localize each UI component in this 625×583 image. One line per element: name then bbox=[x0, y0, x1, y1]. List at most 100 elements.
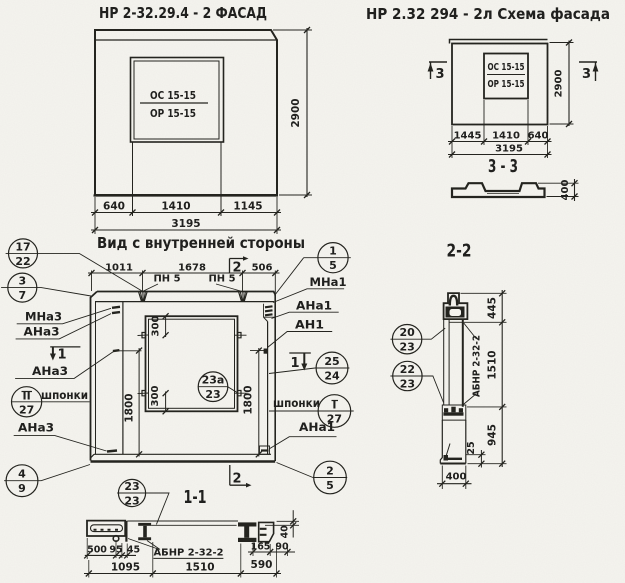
inner-marker-2-top-num: 2 bbox=[232, 261, 241, 276]
svg-text:2: 2 bbox=[326, 465, 334, 478]
callout-20-23: 20 23 bbox=[390, 323, 446, 355]
svg-text:27: 27 bbox=[19, 403, 34, 416]
section-1-1-dims-top: 500 95 45 165 90 bbox=[83, 538, 295, 559]
section-1-1-dim-1510: 1510 bbox=[185, 562, 214, 574]
svg-text:23: 23 bbox=[124, 480, 139, 493]
inner-dim-1800-right: 1800 bbox=[243, 347, 268, 458]
facade-dim-640: 640 bbox=[103, 201, 125, 213]
section-2-2-bottom-rib bbox=[439, 420, 467, 465]
section-1-1-dim-90: 90 bbox=[275, 542, 289, 553]
inner-label-shponki-left: шпонки bbox=[41, 388, 88, 402]
facade-window: ОС 15-15 ОР 15-15 bbox=[129, 56, 225, 143]
section-1-1-dims-bottom: 1095 1510 590 bbox=[84, 542, 281, 578]
callout-2-5: 2 5 bbox=[276, 460, 348, 495]
inner-pn5-left: ПН 5 bbox=[154, 274, 181, 285]
section-3-3-title: 3 - 3 bbox=[488, 156, 518, 177]
svg-text:АНа3: АНа3 bbox=[32, 364, 68, 378]
callout-i-27: I 27 bbox=[269, 394, 354, 428]
svg-text:АНа1: АНа1 bbox=[296, 299, 332, 313]
schema-dim-3195: 3195 bbox=[495, 144, 523, 155]
svg-text:АНа3: АНа3 bbox=[24, 325, 60, 339]
svg-text:23: 23 bbox=[399, 341, 414, 354]
inner-marker-2-bottom: 2 bbox=[229, 465, 252, 488]
callout-4-9: 4 9 bbox=[4, 464, 91, 498]
facade-dim-1410: 1410 bbox=[161, 201, 190, 213]
section-2-2-head bbox=[442, 292, 469, 320]
svg-text:7: 7 bbox=[18, 289, 26, 302]
section-2-2: 2-2 445 bbox=[390, 241, 507, 489]
svg-text:5: 5 bbox=[329, 259, 337, 272]
callout-3-7: 3 7 bbox=[1, 272, 92, 303]
schema-title: НР 2.32 294 - 2л Схема фасада bbox=[366, 5, 610, 23]
facade-dim-1145: 1145 bbox=[233, 201, 262, 213]
schema-view: НР 2.32 294 - 2л Схема фасада ОС 15-15 О… bbox=[366, 5, 610, 158]
section-3-3-profile bbox=[450, 182, 546, 199]
svg-text:23: 23 bbox=[205, 388, 220, 401]
callout-22-23: 22 23 bbox=[390, 360, 444, 403]
facade-window-mark-bottom: ОР 15-15 bbox=[150, 107, 196, 120]
svg-text:МНа1: МНа1 bbox=[310, 275, 347, 289]
svg-text:3: 3 bbox=[18, 275, 26, 288]
inner-label-ana3-3: АНа3 bbox=[13, 421, 107, 452]
section-1-1-dim-95: 95 bbox=[109, 545, 122, 556]
schema-window-mark-top: ОС 15-15 bbox=[488, 62, 525, 73]
callout-23a-23: 23а 23 bbox=[197, 371, 238, 403]
schema-section-marker-right: 3 bbox=[579, 61, 599, 82]
section-1-1-right-block bbox=[257, 521, 275, 543]
svg-text:20: 20 bbox=[399, 326, 415, 339]
section-1-1-dim-165: 165 bbox=[251, 542, 271, 553]
inner-marker-1-right: 1 bbox=[289, 352, 311, 371]
inner-label-ana1-2: АНа1 bbox=[268, 420, 337, 450]
facade-dimension-lines: 640 1410 1145 3195 2900 bbox=[91, 26, 312, 234]
svg-text:1: 1 bbox=[329, 245, 337, 258]
svg-text:АН1: АН1 bbox=[295, 318, 324, 332]
svg-text:22: 22 bbox=[15, 255, 30, 268]
inner-window-keys bbox=[137, 331, 247, 397]
svg-text:МНа3: МНа3 bbox=[25, 310, 62, 324]
inner-dim-300-top: 300 bbox=[151, 312, 170, 339]
section-1-1-dim-40-text: 40 bbox=[280, 525, 291, 539]
section-2-2-title: 2-2 bbox=[447, 241, 472, 262]
facade-title: НР 2-32.29.4 - 2 ФАСАД bbox=[99, 4, 267, 22]
inner-anchor-marks bbox=[106, 305, 270, 455]
inner-dim-1800-left: 1800 bbox=[113, 347, 143, 458]
schema-dim-1410: 1410 bbox=[492, 131, 520, 142]
section-1-1-dim-500: 500 bbox=[87, 545, 107, 556]
section-2-2-dim-445: 445 bbox=[487, 297, 499, 319]
svg-text:шпонки: шпонки bbox=[41, 388, 88, 402]
callout-1-5: 1 5 bbox=[274, 242, 351, 296]
inner-marker-1-left-num: 1 bbox=[57, 348, 66, 363]
inner-dim-506: 506 bbox=[252, 263, 273, 274]
section-1-1-span bbox=[127, 520, 238, 526]
inner-pn5-labels: ПН 5 ПН 5 bbox=[143, 274, 241, 292]
inner-corner-block bbox=[263, 303, 276, 454]
svg-text:шпонки: шпонки bbox=[273, 396, 320, 410]
section-1-1-right-jamb bbox=[238, 522, 257, 542]
svg-text:АБНР 2-32-2: АБНР 2-32-2 bbox=[154, 548, 224, 559]
inner-label-an1: АН1 bbox=[267, 318, 333, 348]
schema-panel-outline bbox=[448, 38, 549, 126]
schema-marker-left-num: 3 bbox=[435, 67, 444, 82]
inner-marker-2-bottom-num: 2 bbox=[232, 472, 241, 487]
inner-label-ana3-2: АНа3 bbox=[15, 351, 114, 379]
inner-lifting-notches bbox=[137, 291, 248, 302]
facade-window-mark-top: ОС 15-15 bbox=[150, 89, 196, 102]
section-2-2-dim-1510: 1510 bbox=[487, 350, 499, 379]
facade-dim-2900: 2900 bbox=[290, 98, 302, 127]
svg-text:22: 22 bbox=[400, 363, 415, 376]
inner-marker-2-top: 2 bbox=[228, 256, 249, 276]
section-1-1-title: 1-1 bbox=[184, 487, 207, 508]
svg-text:24: 24 bbox=[324, 370, 340, 383]
svg-text:27: 27 bbox=[327, 413, 342, 426]
schema-marker-right-num: 3 bbox=[582, 67, 591, 82]
section-2-2-dims: 445 1510 945 25 400 bbox=[437, 289, 507, 489]
schema-dimension-lines: 1445 1410 640 3195 2900 bbox=[448, 39, 574, 158]
facade-dim-3195: 3195 bbox=[171, 218, 200, 230]
inner-label-mna3: МНа3 bbox=[16, 307, 112, 325]
inner-label-shponki-right: шпонки bbox=[273, 396, 320, 410]
inner-label-mna1: МНа1 bbox=[272, 275, 347, 303]
svg-text:5: 5 bbox=[326, 479, 334, 492]
